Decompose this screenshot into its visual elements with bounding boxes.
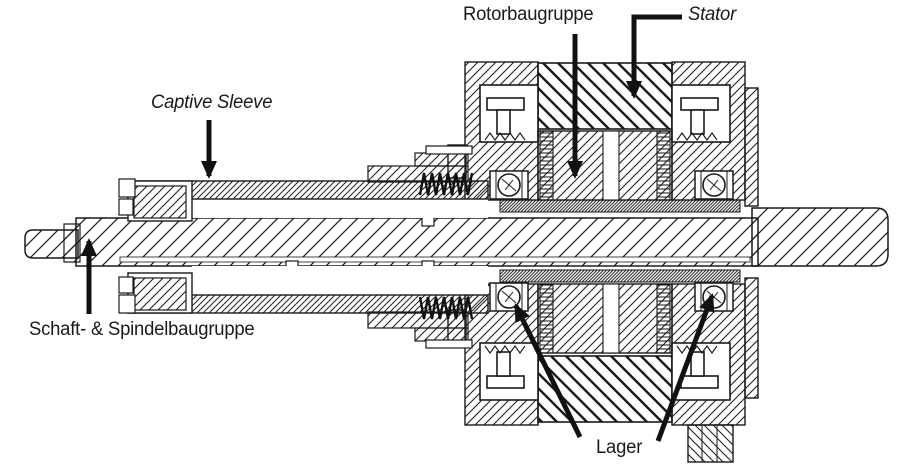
stator-label: Stator [688,4,737,25]
rotor-assembly [499,130,741,354]
shaft-spindle-label: Schaft- & Spindelbaugruppe [29,319,255,340]
rotor-sleeve-band-bottom [499,269,741,283]
bearing-label: Lager [596,437,643,458]
preload-spring-top [418,172,474,196]
winding-box-bottom-right [671,342,731,401]
bearing-arrow-right [655,293,715,442]
preload-spring-bottom [418,296,474,320]
bearing-top-right [694,170,734,200]
preload-nut-top [367,145,473,183]
winding-box-top-left [479,84,539,143]
preload-nut-bottom [367,311,473,349]
bearing-arrow-left [513,303,583,439]
bearings [489,170,734,312]
rotor-laminations [539,130,554,201]
winding-box-top-right [671,84,731,143]
stator-core-bottom [537,355,673,423]
stator-windings [479,84,731,401]
spindle-bore-line [119,256,751,263]
captive-sleeve-label: Captive Sleeve [151,92,273,113]
rotor-laminations [656,130,671,201]
stator-core-top [537,62,673,130]
rotor-label: Rotorbaugruppe [463,4,594,25]
sleeve-collar-top [118,178,193,222]
rotor-laminations [656,283,671,354]
callout-arrows [81,14,715,442]
shaft-spindle [24,198,889,292]
bearing-bottom-left [489,282,529,312]
winding-box-bottom-left [479,342,539,401]
rotor-sleeve-band-top [499,199,741,213]
shaft-right-end [751,207,889,267]
captive-sleeve [118,145,489,349]
cable-stub [687,424,734,463]
rotor-laminations [539,283,554,354]
bearing-top-left [489,170,529,200]
stator-arrow [626,14,682,99]
sleeve-collar-bottom [118,272,193,314]
